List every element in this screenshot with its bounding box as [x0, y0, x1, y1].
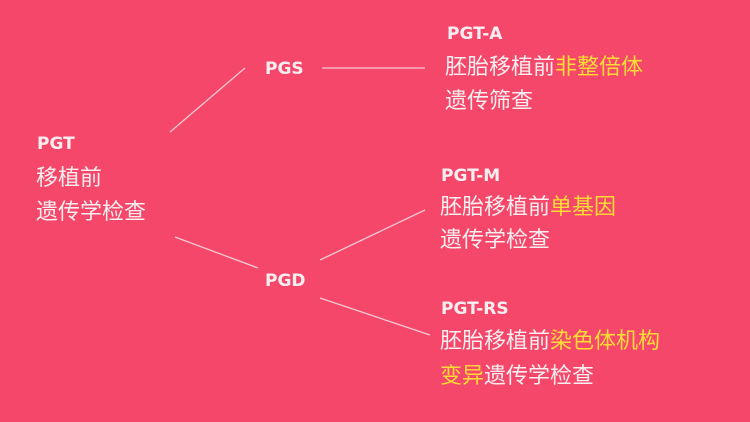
pgtrs-line1-highlight: 染色体机构 — [550, 329, 661, 354]
pgt-line2: 遗传学检查 — [36, 200, 147, 225]
pgd-label: PGD — [265, 271, 306, 291]
pgta-line1: 胚胎移植前非整倍体 — [445, 57, 643, 79]
pgtrs-line2: 变异遗传学检查 — [440, 366, 594, 388]
line-pgt-pgd — [174, 236, 259, 269]
pgt-label: PGT — [37, 134, 75, 154]
line-pgd-pgtm — [319, 209, 426, 261]
line-pgt-pgs — [169, 67, 246, 133]
pgtrs-line1-plain: 胚胎移植前 — [440, 329, 551, 354]
pgtm-line1: 胚胎移植前单基因 — [440, 197, 616, 219]
pgtrs-line2-highlight: 变异 — [440, 364, 485, 389]
pgtm-label: PGT-M — [441, 166, 501, 186]
pgta-line1-highlight: 非整倍体 — [555, 55, 644, 80]
pgtrs-line2-plain: 遗传学检查 — [484, 364, 595, 389]
pgta-label: PGT-A — [447, 24, 503, 44]
pgta-line2: 遗传筛查 — [445, 89, 534, 114]
pgta-line1-plain: 胚胎移植前 — [445, 55, 556, 80]
pgtm-line1-plain: 胚胎移植前 — [440, 195, 551, 220]
pgtrs-line1: 胚胎移植前染色体机构 — [440, 331, 660, 353]
pgs-label: PGS — [265, 59, 304, 79]
line-pgd-pgtrs — [319, 297, 431, 336]
pgtrs-label: PGT-RS — [441, 299, 509, 319]
pgtm-line2: 遗传学检查 — [440, 228, 551, 253]
pgtm-line1-highlight: 单基因 — [550, 195, 617, 220]
pgt-line1: 移植前 — [36, 166, 103, 191]
